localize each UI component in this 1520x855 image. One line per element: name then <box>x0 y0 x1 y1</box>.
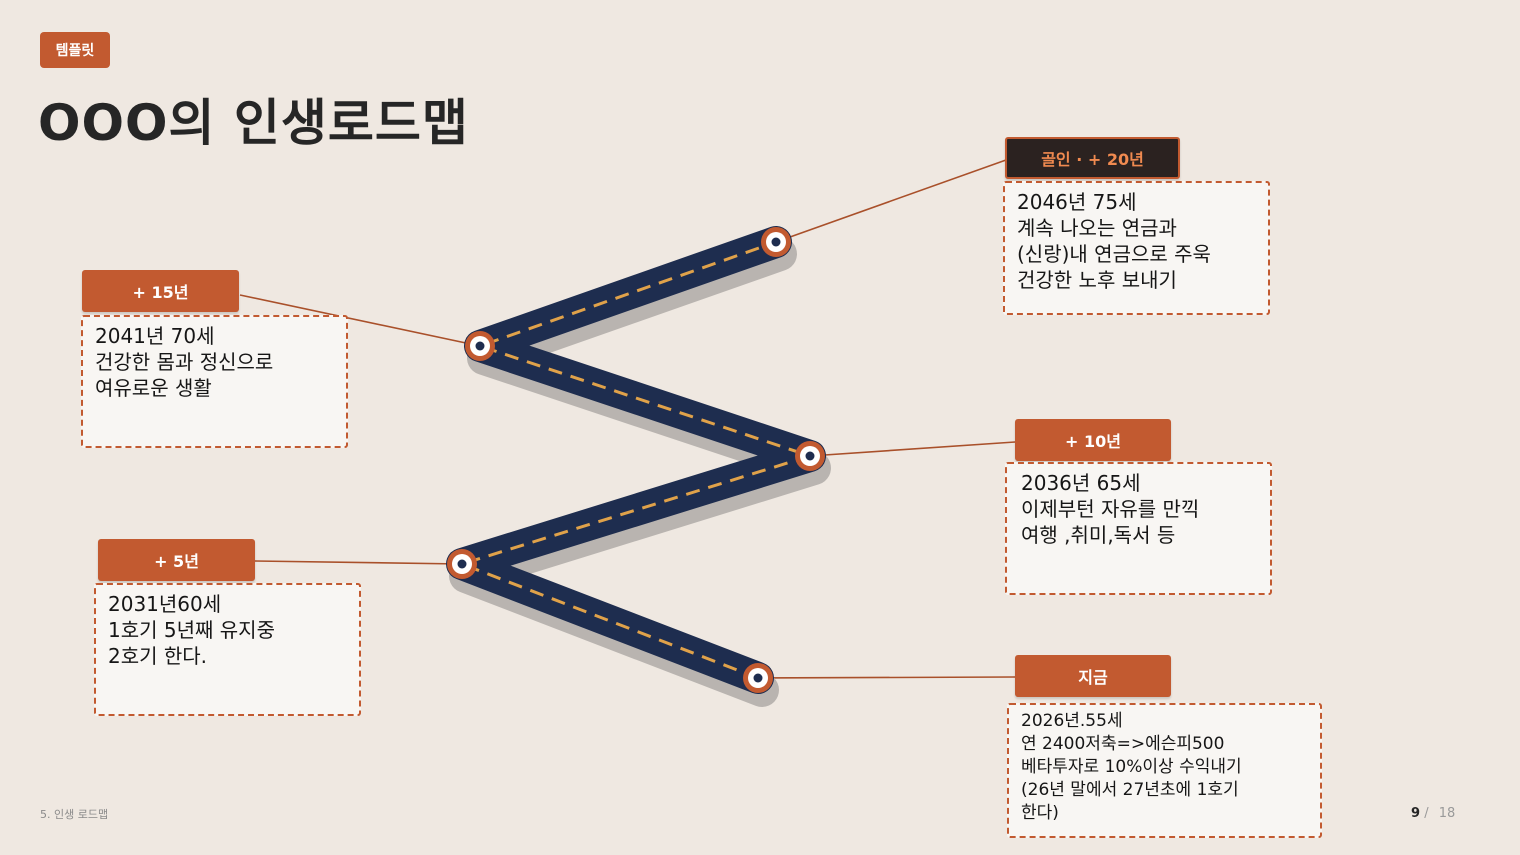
total-pages: 18 <box>1438 806 1456 821</box>
milestone-label-10: + 10년 <box>1015 419 1171 461</box>
milestone-card-line: 건강한 노후 보내기 <box>1017 268 1177 292</box>
connector-line-goal <box>775 159 1007 243</box>
road-center-dashes <box>460 240 812 680</box>
milestone-card-line: 한다) <box>1021 803 1059 823</box>
waypoint-now-marker <box>743 663 773 693</box>
milestone-card-line: 연 2400저축=>에슨피500 <box>1021 734 1225 754</box>
milestone-card-line: 2031년60세 <box>108 592 222 616</box>
waypoint-10-marker <box>795 441 825 471</box>
milestone-card-now: 2026년.55세 연 2400저축=>에슨피500 베타투자로 10%이상 수… <box>1007 703 1322 838</box>
milestone-card-line: 2036년 65세 <box>1021 471 1141 495</box>
waypoint-5-marker <box>447 549 477 579</box>
milestone-card-10: 2036년 65세 이제부턴 자유를 만끽 여행 ,취미,독서 등 <box>1005 462 1272 595</box>
milestone-card-line: 여유로운 생활 <box>95 376 212 400</box>
milestone-card-5: 2031년60세 1호기 5년째 유지중 2호기 한다. <box>94 583 361 716</box>
milestone-card-line: 1호기 5년째 유지중 <box>108 618 275 642</box>
milestone-card-line: 베타투자로 10%이상 수익내기 <box>1021 757 1242 777</box>
milestone-label-15: + 15년 <box>82 270 239 312</box>
milestone-card-line: (신랑)내 연금으로 주욱 <box>1017 242 1211 266</box>
milestone-card-line: (26년 말에서 27년초에 1호기 <box>1021 780 1239 800</box>
footer-section-label: 5. 인생 로드맵 <box>40 808 109 821</box>
template-badge: 템플릿 <box>40 32 110 68</box>
waypoint-goal-marker <box>761 227 791 257</box>
milestone-label-5: + 5년 <box>98 539 255 581</box>
milestone-label-now: 지금 <box>1015 655 1171 697</box>
milestone-card-15: 2041년 70세 건강한 몸과 정신으로 여유로운 생활 <box>81 315 348 448</box>
milestone-card-line: 2041년 70세 <box>95 324 215 348</box>
milestone-card-line: 2호기 한다. <box>108 644 208 668</box>
connector-line-10 <box>809 441 1016 457</box>
milestone-card-line: 계속 나오는 연금과 <box>1017 216 1177 240</box>
page-title: OOO의 인생로드맵 <box>38 94 469 152</box>
milestone-card-goal: 2046년 75세 계속 나오는 연금과 (신랑)내 연금으로 주욱 건강한 노… <box>1003 181 1270 315</box>
waypoint-15-marker <box>465 331 495 361</box>
connector-line-5 <box>254 560 463 565</box>
milestone-card-line: 여행 ,취미,독서 등 <box>1021 523 1176 547</box>
page-indicator: 9 / 18 <box>1411 806 1455 821</box>
page-separator: / <box>1424 806 1429 821</box>
current-page: 9 <box>1411 806 1421 821</box>
milestone-card-line: 건강한 몸과 정신으로 <box>95 350 274 374</box>
milestone-card-line: 2046년 75세 <box>1017 190 1137 214</box>
milestone-card-line: 이제부턴 자유를 만끽 <box>1021 497 1200 521</box>
waypoint-markers <box>447 227 825 693</box>
connector-line-now <box>757 676 1016 679</box>
connector-line-15 <box>239 294 481 347</box>
milestone-label-goal: 골인 · + 20년 <box>1005 137 1180 179</box>
milestone-card-line: 2026년.55세 <box>1021 711 1123 731</box>
